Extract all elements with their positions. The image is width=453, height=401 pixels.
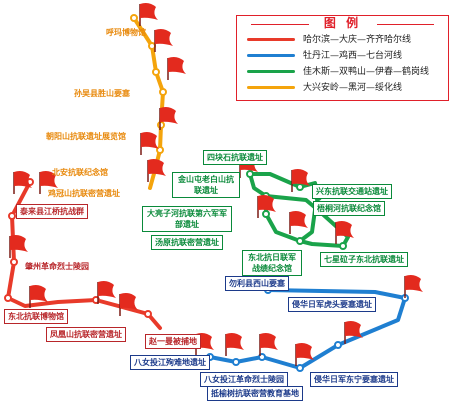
site-sishikuaishi[interactable]: 四块石抗联遗址	[203, 150, 267, 165]
flag-icon	[335, 221, 354, 244]
flag-icon	[140, 132, 159, 155]
legend-item-harbin: 哈尔滨—大庆—齐齐哈尔线	[247, 33, 443, 47]
flag-icon	[119, 293, 138, 316]
legend-label: 牡丹江—鸡西—七台河线	[303, 51, 403, 61]
legend-swatch-green	[247, 70, 295, 73]
flag-icon	[154, 29, 173, 52]
route-red	[6, 180, 162, 330]
flag-icon	[289, 211, 308, 234]
site-dongning[interactable]: 侵华日军东宁要塞遗址	[310, 372, 398, 387]
site-fenghuangshan[interactable]: 凤凰山抗联密营遗址	[46, 327, 126, 342]
flag-icon	[29, 285, 48, 308]
legend-swatch-yellow	[247, 86, 295, 89]
legend-item-daxinganling: 大兴安岭—黑河—绥化线	[247, 81, 443, 95]
legend-item-mudanjiang: 牡丹江—鸡西—七台河线	[247, 49, 443, 63]
flag-icon	[97, 281, 116, 304]
site-hutou[interactable]: 侵华日军虎头要塞遗址	[288, 297, 376, 312]
legend-item-jiamusi: 佳木斯—双鸭山—伊春—鹤岗线	[247, 65, 443, 79]
flag-icon	[13, 171, 32, 194]
flag-icon	[139, 3, 158, 26]
site-taibai[interactable]: 泰来县江桥抗战群	[16, 204, 88, 219]
site-zhaoyiman[interactable]: 赵一曼被捕地	[145, 334, 201, 349]
site-jinshantun[interactable]: 金山屯老白山抗联遗址	[172, 172, 240, 198]
site-wulixian[interactable]: 勿利县西山要塞	[225, 276, 289, 291]
flag-icon	[404, 275, 423, 298]
site-zhaozhou[interactable]: 肇州革命烈士陵园	[25, 262, 89, 271]
legend-swatch-blue	[247, 54, 295, 57]
route-blue	[183, 276, 407, 370]
legend: 图 例 哈尔滨—大庆—齐齐哈尔线 牡丹江—鸡西—七台河线 佳木斯—双鸭山—伊春—…	[236, 15, 449, 101]
site-beian[interactable]: 北安抗联纪念馆	[52, 168, 108, 177]
flag-icon	[167, 57, 186, 80]
site-bansuilingyuan[interactable]: 八女投江革命烈士陵园	[200, 372, 288, 387]
legend-title: 图 例	[323, 16, 362, 30]
flag-icon	[291, 169, 310, 192]
site-museum[interactable]: 东北抗联博物馆	[4, 309, 68, 324]
legend-swatch-red	[247, 38, 295, 41]
site-tangyuan[interactable]: 汤原抗联密营遗址	[151, 235, 223, 250]
site-bansuiliao[interactable]: 八女投江殉难地遗址	[130, 355, 210, 370]
site-xingdong[interactable]: 兴东抗联交通站遗址	[312, 184, 392, 199]
flag-icon	[295, 343, 314, 366]
legend-label: 哈尔滨—大庆—齐齐哈尔线	[303, 35, 412, 45]
site-qixingla[interactable]: 七星砬子东北抗联遗址	[320, 252, 408, 267]
site-daliangzihe[interactable]: 大亮子河抗联第六军军部遗址	[142, 206, 232, 232]
flag-icon	[344, 321, 363, 344]
legend-label: 大兴安岭—黑河—绥化线	[303, 83, 403, 93]
site-dongbei[interactable]: 东北抗日联军战绩纪念馆	[242, 250, 302, 276]
legend-label: 佳木斯—双鸭山—伊春—鹤岗线	[303, 67, 430, 77]
site-jiguanshan[interactable]: 鸡冠山抗联密营遗址	[48, 189, 120, 198]
flag-icon	[257, 195, 276, 218]
site-wujiaohe[interactable]: 梧桐河抗联纪念馆	[313, 201, 385, 216]
site-sunwu[interactable]: 孙吴县胜山要塞	[74, 89, 130, 98]
flag-icon	[259, 333, 278, 356]
site-hulma[interactable]: 呼玛博物馆	[106, 28, 146, 37]
flag-icon	[159, 107, 178, 130]
site-jiashuqi[interactable]: 抵榆树抗联密营教育基地	[207, 386, 303, 401]
flag-icon	[225, 333, 244, 356]
flag-icon	[9, 235, 28, 258]
flag-icon	[147, 159, 166, 182]
site-chaoyangshan[interactable]: 朝阳山抗联遗址展览馆	[46, 132, 126, 141]
flag-icon	[39, 171, 58, 194]
